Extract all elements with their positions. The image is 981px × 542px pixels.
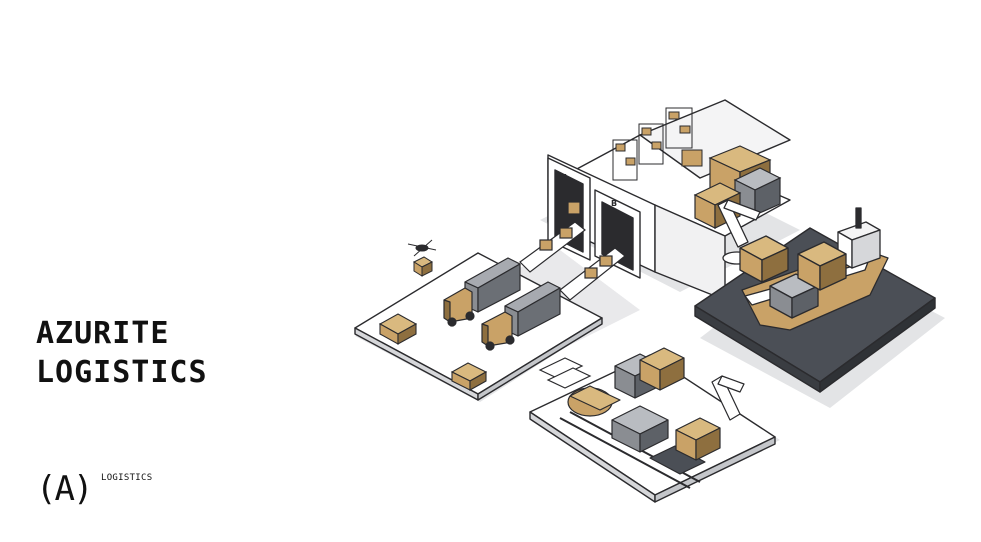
logo-wordmark: LOGISTICS [101,473,153,483]
freight-train [567,385,706,475]
rail-crane-and-crates [614,347,745,461]
dock-crane [717,199,789,283]
conveyor-belts [519,201,626,301]
delivery-truck-2 [481,281,561,351]
yard-boxes [378,313,488,391]
drone [407,239,437,277]
cargo-ship [741,207,889,331]
dock-label-b: B [611,199,617,208]
logo-mark: (A) [36,469,93,509]
brand-title-line-1: AZURITE [36,316,170,351]
warehouse-shelves [612,107,703,181]
delivery-truck-1 [443,257,521,327]
dock-label-a: A [562,173,569,182]
brand-title: AZURITE LOGISTICS [36,314,208,392]
warehouse-crates [693,145,782,229]
walkway-pipes [538,357,592,389]
brand-title-line-2: LOGISTICS [36,355,208,390]
